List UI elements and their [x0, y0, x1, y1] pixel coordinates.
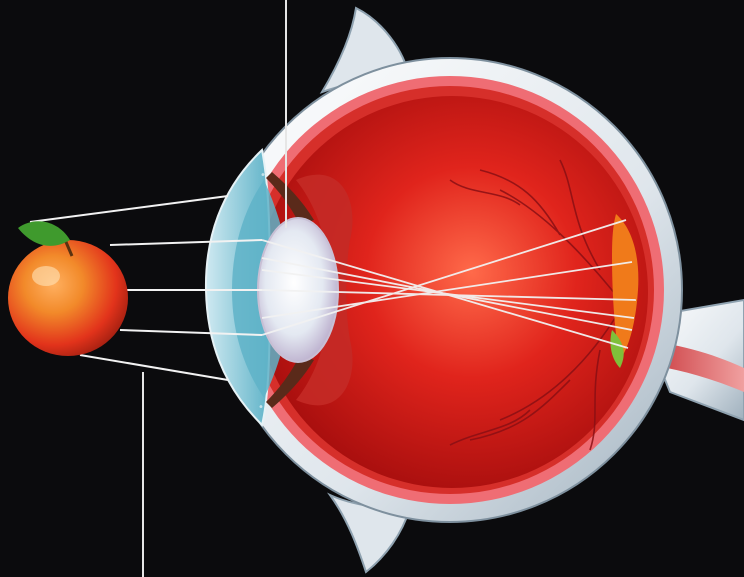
cornea-mark-bottom: •	[258, 402, 264, 413]
apple-highlight	[32, 266, 60, 286]
apple-body	[8, 240, 128, 356]
cornea-mark-top: •	[260, 170, 266, 181]
